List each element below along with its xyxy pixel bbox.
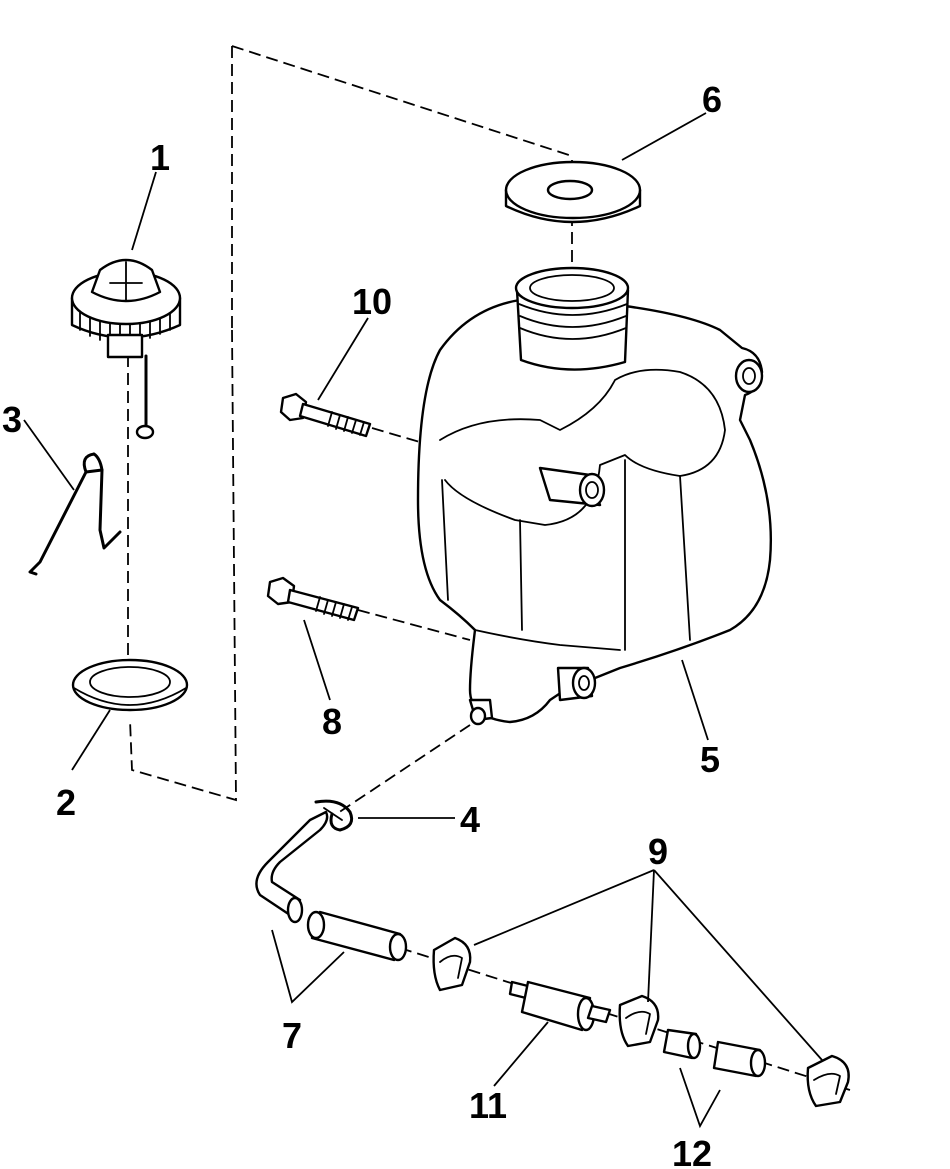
hose-clip-part [314,799,354,832]
lower-bolt-part [266,576,360,622]
callout-9: 9 [648,831,668,872]
washer-part [504,160,642,224]
callout-3: 3 [2,399,22,440]
callout-10: 10 [352,281,392,322]
fill-cap-part [70,258,182,440]
clamp-part-2 [618,994,660,1048]
clamp-part-3 [806,1054,850,1108]
callout-5: 5 [700,739,720,780]
hose-part [255,810,408,962]
callout-6: 6 [702,79,722,120]
callout-12: 12 [672,1133,712,1169]
callout-11: 11 [469,1085,507,1126]
cap-gasket-part [71,658,189,712]
fitting-part [508,980,612,1032]
callout-2: 2 [56,782,76,823]
sleeve-part [662,1028,767,1078]
callout-7: 7 [282,1015,302,1056]
callout-8: 8 [322,701,342,742]
clamp-part-1 [432,936,472,992]
callout-labels: 1 2 3 4 5 6 7 8 9 10 11 12 [2,79,722,1169]
upper-bolt-part [279,392,372,438]
cotter-pin-part [28,452,122,576]
leader-lines [23,112,823,1129]
callout-1: 1 [150,137,170,178]
oil-tank-part [416,266,773,726]
callout-4: 4 [460,799,480,840]
